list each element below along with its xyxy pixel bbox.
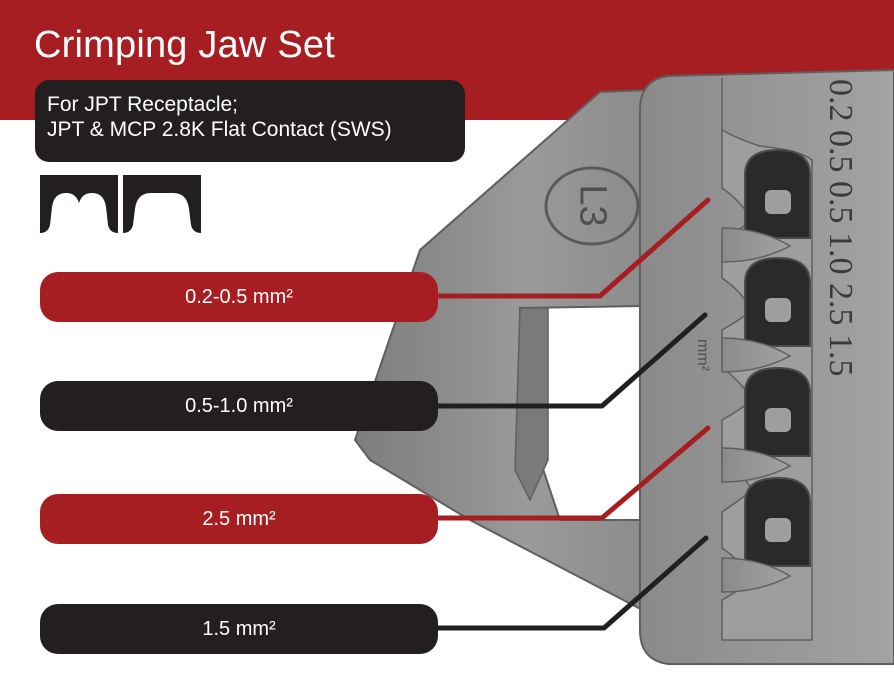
subtitle-box: For JPT Receptacle; JPT & MCP 2.8K Flat … (35, 80, 465, 162)
size-label-2.5: 2.5 mm² (40, 494, 438, 544)
single-crimp-profile-icon (123, 175, 201, 249)
subtitle-line-2: JPT & MCP 2.8K Flat Contact (SWS) (47, 118, 392, 141)
leader-line-1.5 (435, 535, 709, 631)
die-unit-engraving: mm² (693, 339, 711, 371)
page-title: Crimping Jaw Set (34, 24, 335, 66)
leader-line-0.5-1.0 (435, 312, 708, 409)
die-size-engraving: 0.2 0.5 0.5 1.0 2.5 1.5 (822, 79, 859, 377)
leader-line-0.2-0.5 (435, 197, 711, 299)
size-label-0.2-0.5: 0.2-0.5 mm² (40, 272, 438, 322)
size-label-1.5: 1.5 mm² (40, 604, 438, 654)
die-marking-circle (544, 166, 640, 246)
leader-line-2.5 (435, 425, 711, 521)
die-marking-text: L3 (571, 184, 614, 227)
size-label-0.5-1.0: 0.5-1.0 mm² (40, 381, 438, 431)
double-crimp-profile-icon (40, 175, 118, 249)
subtitle-line-1: For JPT Receptacle; (47, 93, 239, 116)
